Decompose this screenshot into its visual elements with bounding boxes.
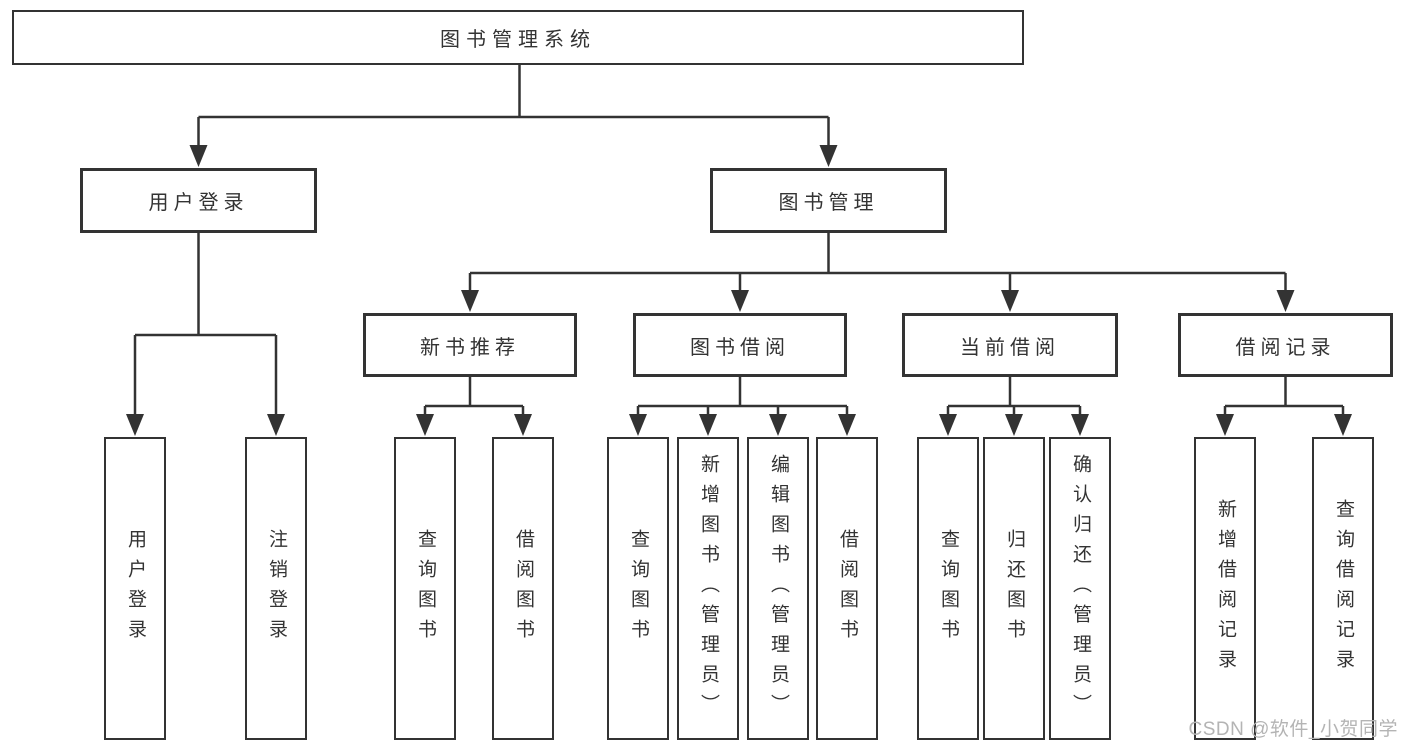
- node-book-borrowing-label: 图书借阅: [690, 336, 790, 359]
- leaf-bb-edit-books-admin-label: 编辑图书（管理员）: [767, 453, 789, 724]
- leaf-cb-query-books: 查询图书: [917, 437, 979, 740]
- leaf-logout: 注销登录: [245, 437, 307, 740]
- leaf-cb-confirm-return-admin: 确认归还（管理员）: [1049, 437, 1111, 740]
- connector-borrowing-to-leaves: [636, 377, 849, 419]
- leaf-nbr-borrow-books-label: 借阅图书: [512, 528, 534, 649]
- arrow-down-icon: [1334, 414, 1352, 436]
- node-book-borrowing: 图书借阅: [633, 313, 847, 377]
- leaf-nbr-borrow-books: 借阅图书: [492, 437, 554, 740]
- leaf-bb-add-books-admin-label: 新增图书（管理员）: [697, 453, 719, 724]
- leaf-user-login: 用户登录: [104, 437, 166, 740]
- arrow-down-icon: [189, 145, 208, 167]
- connector-bookmgmt-to-level3: [468, 233, 1287, 295]
- node-root-label: 图书管理系统: [440, 29, 596, 51]
- leaf-bb-query-books-label: 查询图书: [627, 528, 649, 649]
- connector-records-to-leaves: [1223, 377, 1345, 419]
- arrow-down-icon: [939, 414, 957, 436]
- arrow-down-icon: [1005, 414, 1023, 436]
- arrow-down-icon: [461, 290, 479, 312]
- leaf-user-login-label: 用户登录: [124, 528, 146, 649]
- leaf-br-query-borrow-record-label: 查询借阅记录: [1332, 498, 1354, 679]
- leaf-bb-borrow-books-label: 借阅图书: [836, 528, 858, 649]
- connector-newbook-to-leaves: [423, 377, 525, 419]
- leaf-br-add-borrow-record: 新增借阅记录: [1194, 437, 1256, 740]
- arrow-down-icon: [1276, 290, 1295, 312]
- node-current-borrowing-label: 当前借阅: [960, 336, 1060, 359]
- arrow-down-icon: [1071, 414, 1089, 436]
- leaf-bb-borrow-books: 借阅图书: [816, 437, 878, 740]
- connector-lines: [133, 64, 1345, 419]
- leaf-bb-edit-books-admin: 编辑图书（管理员）: [747, 437, 809, 740]
- node-borrowing-records: 借阅记录: [1178, 313, 1393, 377]
- arrow-down-icon: [267, 414, 285, 436]
- arrow-down-icon: [838, 414, 856, 436]
- arrow-down-icon: [699, 414, 717, 436]
- arrow-down-icon: [1216, 414, 1234, 436]
- arrow-down-icon: [819, 145, 838, 167]
- arrow-down-icon: [416, 414, 434, 436]
- leaf-br-query-borrow-record: 查询借阅记录: [1312, 437, 1374, 740]
- connector-userlogin-to-leaves: [133, 233, 278, 419]
- node-book-management-label: 图书管理: [778, 192, 879, 214]
- node-root-system: 图书管理系统: [12, 10, 1024, 65]
- connector-root-to-level2: [197, 64, 830, 150]
- leaf-cb-confirm-return-admin-label: 确认归还（管理员）: [1069, 453, 1091, 724]
- node-user-login: 用户登录: [80, 168, 317, 233]
- arrow-down-icon: [629, 414, 647, 436]
- node-new-book-recommendation-label: 新书推荐: [420, 336, 520, 359]
- node-current-borrowing: 当前借阅: [902, 313, 1118, 377]
- leaf-bb-add-books-admin: 新增图书（管理员）: [677, 437, 739, 740]
- arrow-down-icon: [769, 414, 787, 436]
- node-book-management: 图书管理: [710, 168, 947, 233]
- arrow-down-icon: [514, 414, 532, 436]
- leaf-cb-return-books: 归还图书: [983, 437, 1045, 740]
- node-user-login-label: 用户登录: [148, 192, 249, 214]
- leaf-cb-return-books-label: 归还图书: [1003, 528, 1025, 649]
- node-new-book-recommendation: 新书推荐: [363, 313, 577, 377]
- arrow-down-icon: [1001, 290, 1019, 312]
- leaf-br-add-borrow-record-label: 新增借阅记录: [1214, 498, 1236, 679]
- leaf-logout-label: 注销登录: [265, 528, 287, 649]
- node-borrowing-records-label: 借阅记录: [1235, 336, 1336, 359]
- leaf-bb-query-books: 查询图书: [607, 437, 669, 740]
- leaf-nbr-query-books: 查询图书: [394, 437, 456, 740]
- leaf-cb-query-books-label: 查询图书: [937, 528, 959, 649]
- arrow-down-icon: [731, 290, 749, 312]
- arrowheads: [126, 145, 1352, 436]
- csdn-watermark: CSDN @软件_小贺同学: [1188, 719, 1398, 740]
- connector-current-to-leaves: [946, 377, 1082, 419]
- leaf-nbr-query-books-label: 查询图书: [414, 528, 436, 649]
- arrow-down-icon: [126, 414, 144, 436]
